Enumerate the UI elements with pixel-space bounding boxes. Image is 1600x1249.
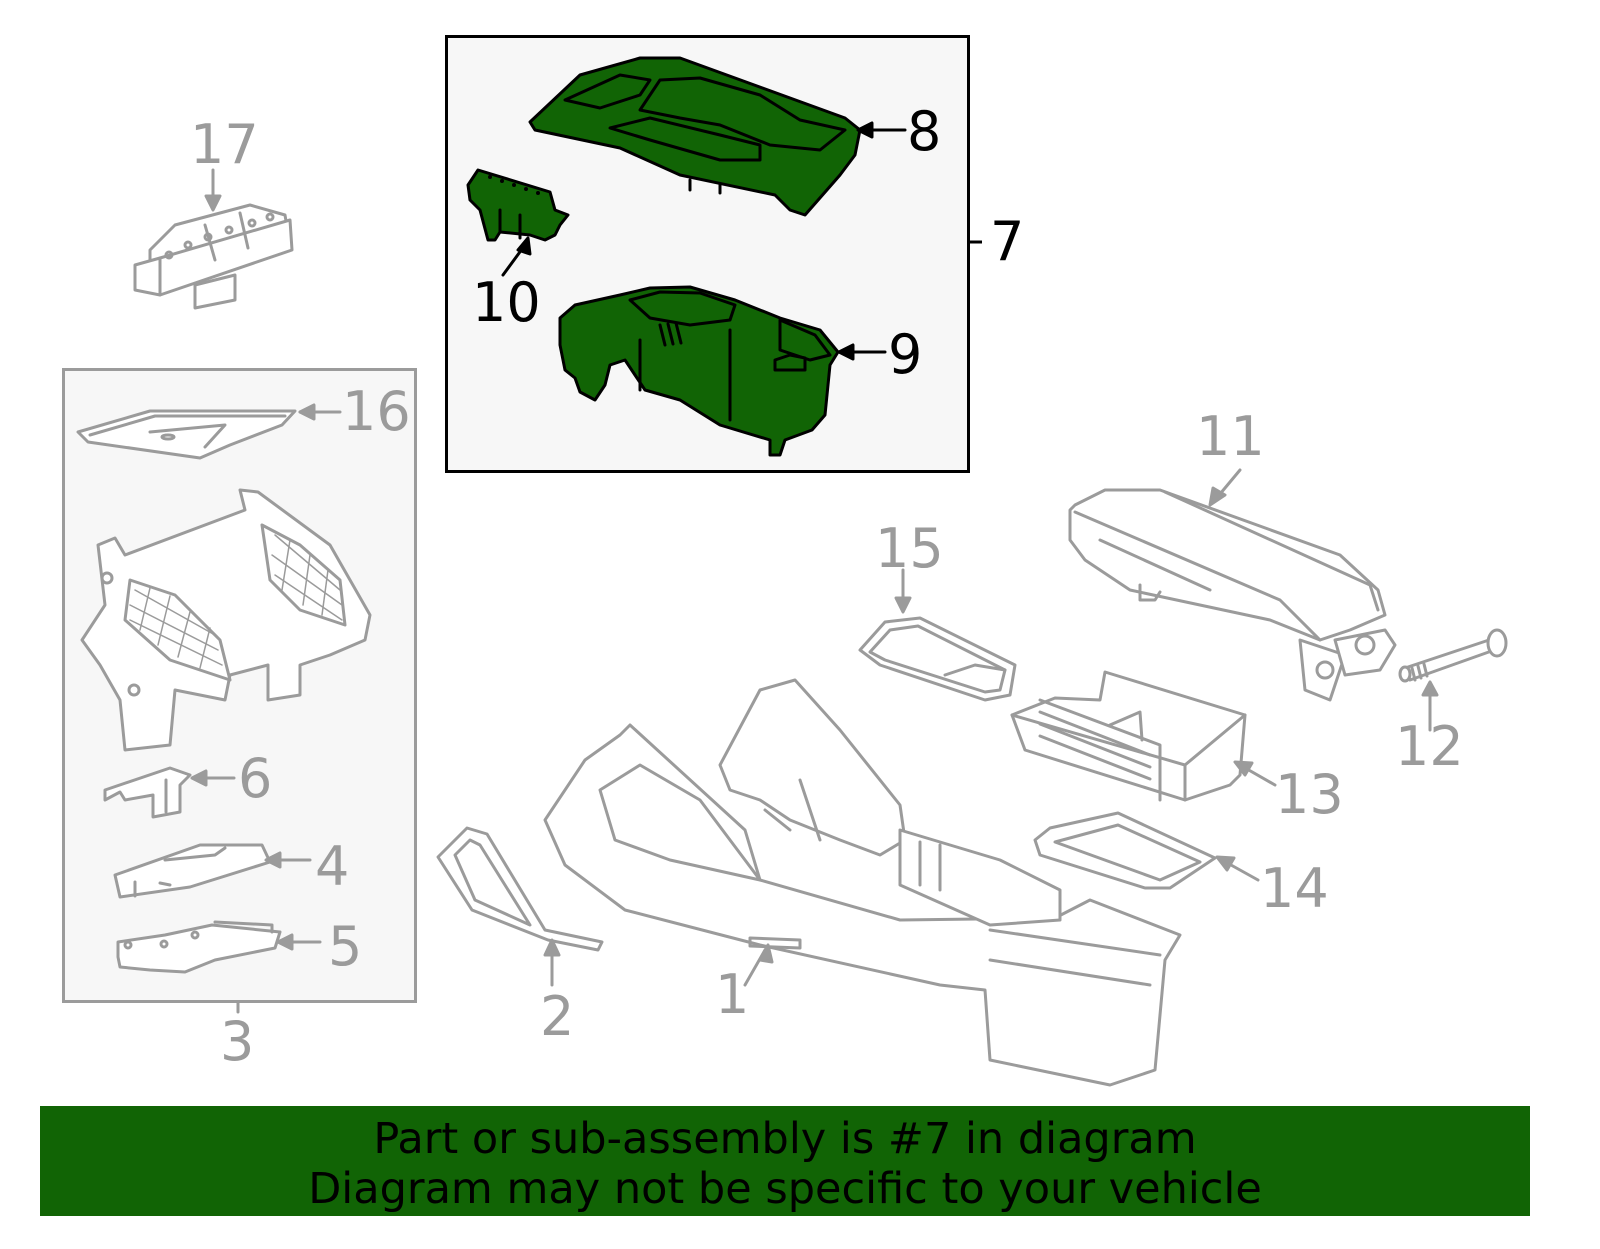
part-4-module[interactable]: [113, 843, 312, 899]
part-15-small-tray-mat[interactable]: [858, 568, 1017, 702]
banner-line-2: Diagram may not be specific to your vehi…: [308, 1164, 1262, 1214]
callout-14[interactable]: 14: [1260, 857, 1329, 920]
part-11-armrest[interactable]: [1068, 468, 1397, 702]
callout-11[interactable]: 11: [1196, 405, 1265, 468]
part-1-console-body[interactable]: [543, 678, 1182, 1087]
part-9-cup-holder-housing[interactable]: [558, 285, 887, 457]
callout-5[interactable]: 5: [328, 915, 363, 978]
part-12-hinge-bolt[interactable]: [1398, 628, 1508, 732]
callout-1[interactable]: 1: [715, 963, 750, 1026]
part-13-storage-tray[interactable]: [1010, 670, 1277, 802]
callout-16[interactable]: 16: [342, 380, 411, 443]
part-3-shifter-bezel[interactable]: [80, 488, 372, 752]
callout-8[interactable]: 8: [907, 100, 942, 163]
part-10-switch-assembly[interactable]: [466, 168, 570, 277]
callout-15[interactable]: 15: [875, 517, 944, 580]
callout-3[interactable]: 3: [220, 1010, 255, 1073]
part-16-top-trim-plate[interactable]: [76, 403, 342, 460]
callout-7[interactable]: 7: [990, 210, 1025, 273]
callout-6[interactable]: 6: [238, 747, 273, 810]
banner-line-1: Part or sub-assembly is #7 in diagram: [373, 1114, 1197, 1164]
part-14-tray-mat[interactable]: [1033, 811, 1260, 890]
part-17-switch-bank[interactable]: [133, 168, 294, 310]
part-8-cup-holder-top-plate[interactable]: [528, 56, 907, 217]
part-5-bracket-plate[interactable]: [116, 920, 322, 974]
callout-13[interactable]: 13: [1275, 763, 1344, 826]
part-6-small-bracket[interactable]: [103, 766, 236, 819]
info-banner: Part or sub-assembly is #7 in diagram Di…: [40, 1106, 1530, 1216]
callout-9[interactable]: 9: [888, 323, 923, 386]
callout-12[interactable]: 12: [1395, 715, 1464, 778]
callout-10[interactable]: 10: [472, 271, 541, 334]
part-2-front-trim-bezel[interactable]: [436, 826, 604, 987]
callout-4[interactable]: 4: [315, 835, 350, 898]
callout-2[interactable]: 2: [540, 985, 575, 1048]
callout-17[interactable]: 17: [190, 113, 259, 176]
